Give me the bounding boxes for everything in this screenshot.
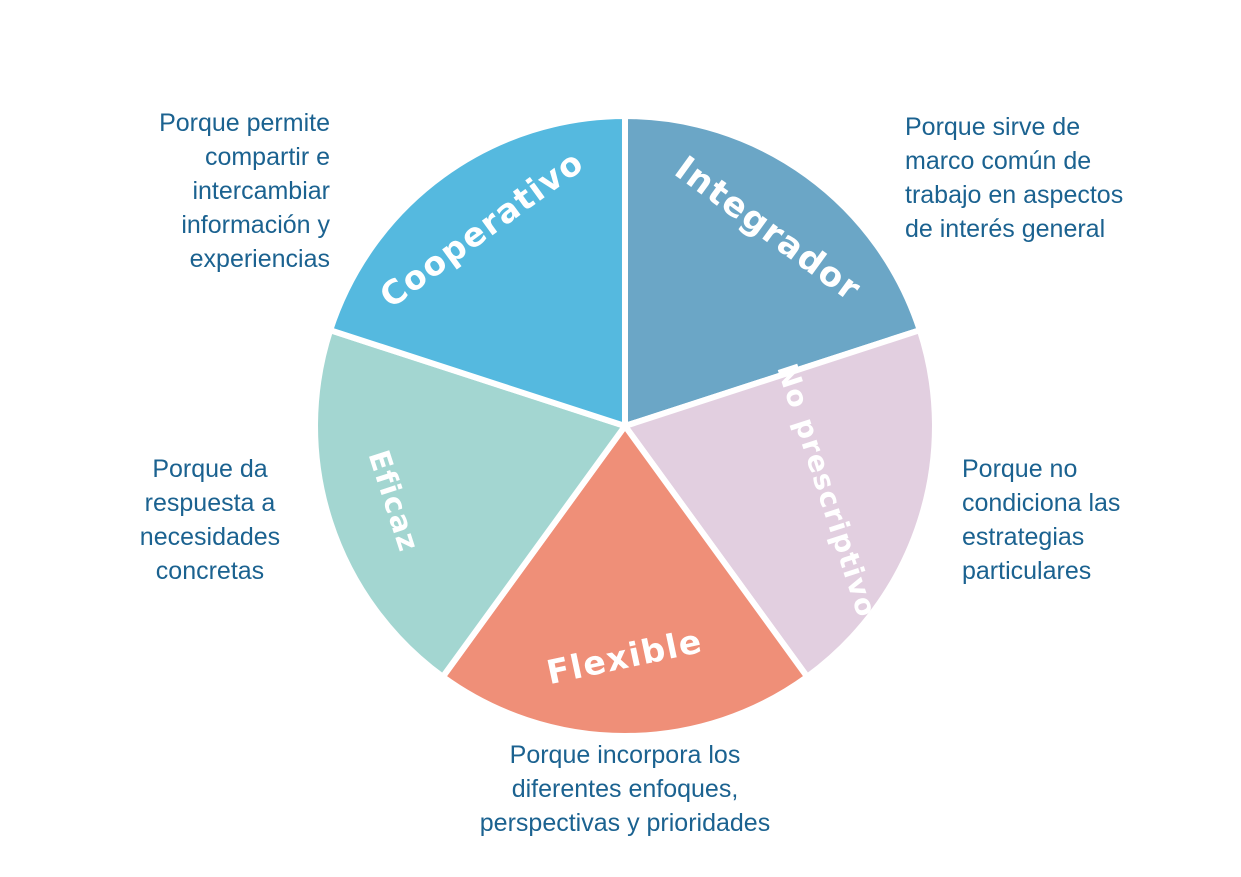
annotation-integrador: Porque sirve de marco común de trabajo e… — [905, 113, 1124, 243]
pie-slice-integrador — [622, 113, 923, 429]
annotation-eficaz: Porque da respuesta a necesidades concre… — [139, 455, 281, 585]
pie-slice-eficaz — [312, 327, 628, 680]
annotation-flexible: Porque incorpora los diferentes enfoques… — [479, 741, 771, 837]
pie-slice-no-prescriptivo — [622, 327, 938, 680]
annotation-no-prescriptivo: Porque no condiciona las estrategias par… — [962, 455, 1121, 585]
pie-slice-flexible — [439, 423, 811, 739]
pie-slice-cooperativo — [327, 113, 628, 429]
annotation-cooperativo: Porque permite compartir e intercambiar … — [159, 109, 330, 273]
